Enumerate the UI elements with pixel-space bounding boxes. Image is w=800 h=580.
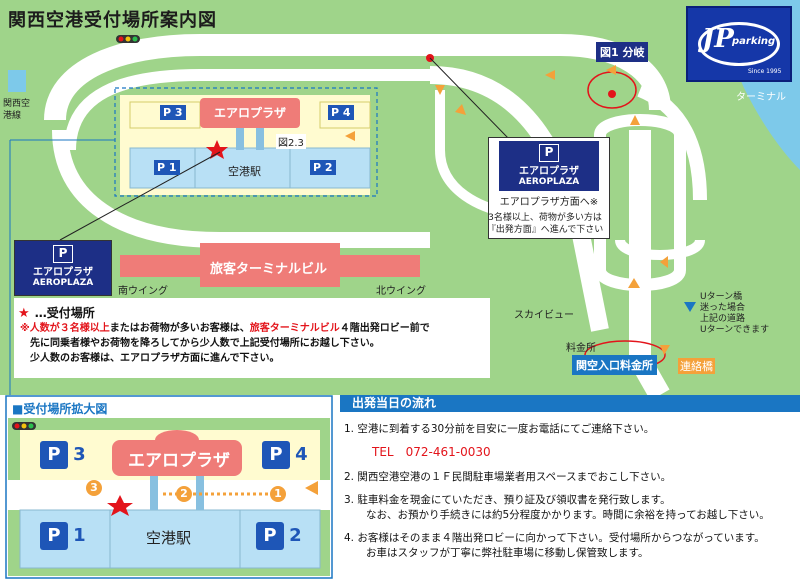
flow-item-4: 4. お客様はそのまま４階出発ロビーに向かって下さい。受付場所からつながっていま… — [344, 532, 765, 544]
entrance-toll-label: 関空入口料金所 — [572, 355, 657, 375]
inset-p2-icon: P — [256, 522, 284, 550]
uturn-label: Uターン橋 迷った場合 上記の道路 Uターンできます — [700, 292, 770, 335]
logo-mark: JP — [702, 24, 734, 54]
sea-small — [8, 70, 26, 92]
logo-text: parking — [732, 36, 776, 47]
flow-item-4-sub: お車はスタッフが丁寧に弊社駐車場に移動し保管致します。 — [366, 547, 649, 559]
inset-aeroplaza-label: エアロプラザ — [128, 451, 230, 471]
road-inner — [64, 69, 430, 151]
leader-line-2 — [59, 151, 221, 241]
sign-name: エアロプラザ — [519, 166, 579, 177]
sign-left-en: AEROPLAZA — [32, 278, 94, 288]
inset-aeroplaza — [112, 440, 242, 476]
inset-p1: P 1 — [40, 522, 86, 550]
leader-line-1 — [429, 57, 511, 141]
legend-star-icon: ★ — [18, 306, 30, 321]
step-1-badge: 1 — [270, 486, 286, 502]
uturn-loop — [594, 114, 686, 291]
flow-item-2: 2. 関西空港空港の１Ｆ民間駐車場業者用スペースまでおこし下さい。 — [344, 471, 672, 483]
logo-since: Since 1995 — [748, 68, 782, 75]
north-wing-label: 北ウイング — [376, 286, 426, 297]
toll-label: 料金所 — [566, 343, 596, 354]
sign-left-name: エアロプラザ — [33, 267, 93, 278]
legend-body: ※人数が３名様以上またはお荷物が多いお客様は、旅客ターミナルビル４階出発ロビー前… — [14, 321, 490, 366]
flow-tel: TEL 072-461-0030 — [372, 445, 491, 459]
inset-p3: P 3 — [40, 441, 86, 469]
direction-arrows — [345, 65, 670, 355]
inset-p4: P 4 — [262, 441, 308, 469]
inset-station-label: 空港駅 — [146, 529, 192, 547]
south-wing-label: 南ウイング — [118, 286, 168, 297]
flow-item-3-sub: なお、お預かり手続きには約5分程度かかります。時間に余裕を持ってお越し下さい。 — [366, 509, 770, 521]
legend: ★ …受付場所 ※人数が３名様以上またはお荷物が多いお客様は、旅客ターミナルビル… — [14, 298, 490, 378]
inset-p3-icon: P — [40, 441, 68, 469]
inset-title: ■受付場所拡大図 — [12, 402, 108, 416]
blue-arrow-icon — [684, 302, 696, 312]
legend-header: ★ …受付場所 — [14, 298, 490, 321]
inset-p2: P 2 — [256, 522, 302, 550]
terminal-label: 旅客ターミナルビル — [210, 262, 328, 277]
sign-en: AEROPLAZA — [518, 177, 580, 187]
p2-label: P 2 — [310, 160, 336, 175]
logo-ring-icon — [698, 22, 780, 66]
flow-list: 1. 空港に到着する30分前を目安に一度お電話にてご連絡下さい。 TEL 072… — [344, 422, 794, 561]
bridge-label: 連絡橋 — [678, 358, 715, 374]
sign-p-icon: P — [539, 144, 559, 162]
inset-p4-icon: P — [262, 441, 290, 469]
p4-label: P 4 — [328, 105, 354, 120]
inset-star-icon — [107, 495, 133, 516]
legend-line-2: 先に同乗者様やお荷物を降ろしてから少人数で上記受付場所にお越し下さい。 — [30, 338, 380, 349]
sign-note: 3名様以上、荷物が多い方は 『出発方面』へ進んで下さい — [486, 213, 604, 235]
jp-parking-logo: JP parking Since 1995 — [686, 6, 792, 82]
terminal2-label: ターミナル — [736, 92, 786, 103]
step-3-badge: 3 — [86, 480, 102, 496]
uturn-bridge — [615, 238, 705, 260]
fig23-dashed-box — [114, 87, 378, 197]
walkway-2 — [256, 128, 264, 150]
aeroplaza-building — [200, 98, 300, 128]
north-wing-building — [340, 255, 420, 277]
kansai-airport-line-label: 関西空港線 — [3, 99, 31, 121]
page-title: 関西空港受付場所案内図 — [8, 10, 217, 31]
road-bottom-loop — [52, 129, 430, 248]
legend-title: …受付場所 — [34, 306, 95, 320]
inset-arrow-icon — [305, 481, 318, 495]
flow-item-1: 1. 空港に到着する30分前を目安に一度お電話にてご連絡下さい。 — [344, 423, 655, 435]
aeroplaza-sign-right: P エアロプラザ AEROPLAZA エアロプラザ方面へ※ — [488, 137, 610, 239]
flow-item-3: 3. 駐車料金を現金にていただき、預り証及び領収書を発行致します。 — [344, 494, 671, 506]
road-terminal2 — [637, 83, 707, 201]
flow-title: 出発当日の流れ — [340, 395, 800, 412]
station-label: 空港駅 — [228, 165, 261, 178]
skyview-label: スカイビュー — [514, 310, 574, 321]
aeroplaza-label: エアロプラザ — [214, 106, 287, 120]
south-wing-building — [120, 255, 200, 277]
fig1-label: 図1 分岐 — [596, 42, 649, 62]
terminal-building — [200, 243, 340, 287]
branch-marker-icon — [608, 90, 616, 98]
reception-star-icon — [206, 140, 228, 159]
legend-line-1: ※人数が３名様以上またはお荷物が多いお客様は、旅客ターミナルビル４階出発ロビー前… — [20, 323, 430, 334]
p1-label: P 1 — [154, 160, 180, 175]
sign-left-p-icon: P — [53, 245, 73, 263]
inset-p1-icon: P — [40, 522, 68, 550]
road-top — [44, 34, 671, 121]
walkway-1 — [236, 128, 244, 150]
aeroplaza-sign-left: P エアロプラザ AEROPLAZA — [14, 240, 112, 296]
inset-walkway-1 — [150, 476, 158, 510]
sign-plate: P エアロプラザ AEROPLAZA — [499, 141, 599, 191]
fig23-label: 図2.3 — [276, 134, 306, 149]
step-2-badge: 2 — [176, 486, 192, 502]
p3-label: P 3 — [160, 105, 186, 120]
legend-line-3: 少人数のお客様は、エアロプラザ方面に進んで下さい。 — [30, 353, 280, 364]
sign-caption: エアロプラザ方面へ※ — [499, 197, 599, 208]
